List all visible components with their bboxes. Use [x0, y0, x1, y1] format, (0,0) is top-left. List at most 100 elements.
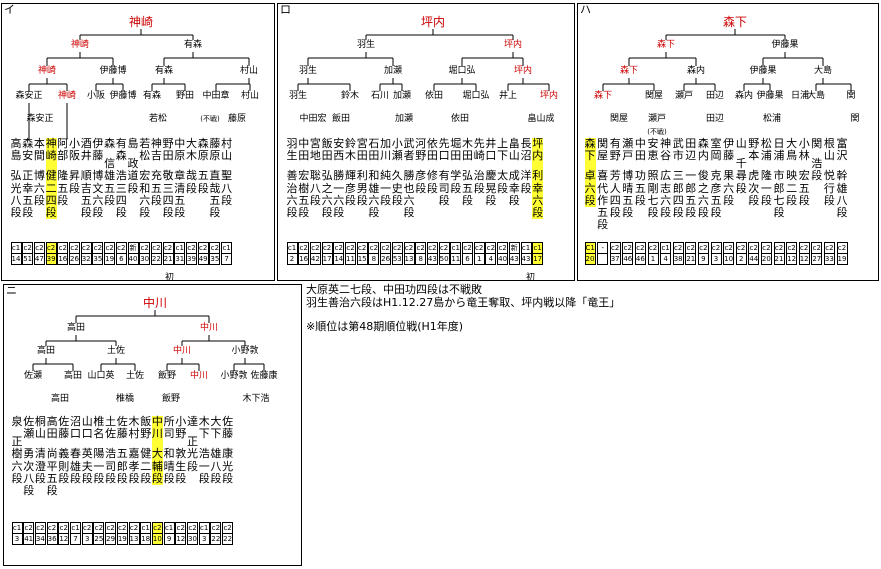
- class-label: c2: [762, 244, 771, 252]
- rank-number: 8: [369, 253, 379, 264]
- player-column: 神吉充五段: [151, 137, 162, 207]
- block-label: イ: [4, 3, 15, 16]
- class-label: c2: [346, 244, 355, 252]
- bracket-node: 中川: [199, 323, 219, 333]
- block-label: ロ: [280, 3, 291, 16]
- rank-number: 20: [761, 253, 771, 263]
- bracket-node: 佐藤康: [250, 371, 278, 381]
- class-label: c1: [287, 244, 297, 252]
- class-label: -: [601, 244, 604, 252]
- bracket-node: 高田: [63, 371, 83, 381]
- class-label: c2: [23, 244, 32, 252]
- class-label: c2: [787, 244, 796, 252]
- player-column: 井口慶晃段: [485, 137, 496, 207]
- rank-number: 6: [463, 253, 472, 264]
- player-surname: 野田: [162, 137, 174, 163]
- player-column: 大下雄八段: [210, 415, 222, 485]
- player-given-rank: 浩段: [811, 157, 823, 183]
- player-given-rank: 純一段: [380, 169, 392, 207]
- rank-number: 35: [210, 253, 220, 263]
- player-surname: 上下: [497, 137, 509, 163]
- class-label: c1: [141, 524, 150, 532]
- player-given-rank: 雄八段: [210, 447, 222, 485]
- rank-number: 22: [151, 253, 161, 263]
- player-column: 松浦隆一段: [760, 137, 772, 207]
- bracket-node: 木下浩: [242, 394, 270, 404]
- player-column: 山口英夫段: [81, 415, 93, 485]
- bracket-node: 神崎: [70, 40, 90, 50]
- player-surname: 山口: [81, 415, 93, 441]
- bracket-node: 小野敦: [231, 346, 259, 356]
- player-column: 小林宏五段: [799, 137, 810, 207]
- note-habu: 羽生善治六段はH1.12.27島から竜王奪取、坪内戦以降「竜王」: [306, 296, 621, 309]
- player-given-rank: 英夫段: [81, 447, 93, 485]
- player-surname: 長沼: [520, 137, 532, 163]
- class-label: c2: [825, 244, 834, 252]
- player-column: 野田敬三四段: [162, 137, 174, 220]
- rank-number: 19: [105, 253, 115, 263]
- player-column: 佐藤義則段: [58, 415, 70, 485]
- player-surname: 武市: [672, 137, 684, 163]
- rank-number: 10: [724, 253, 734, 263]
- class-label: c2: [749, 244, 758, 252]
- class-label: c2: [163, 244, 173, 252]
- bracket-node: 高田: [36, 346, 56, 356]
- bracket-node: 関: [850, 114, 860, 124]
- class-label: c2: [176, 524, 185, 532]
- player-given-rank: 正樹六段: [11, 435, 23, 485]
- bracket-node: 坪内: [539, 91, 559, 101]
- player-surname: 有野: [609, 137, 621, 163]
- player-given-rank: 順吉五段: [80, 169, 92, 220]
- rank-number: 41: [24, 533, 34, 543]
- player-given-rank: 隆五段: [57, 169, 69, 207]
- player-surname: 小野: [175, 415, 187, 441]
- player-column: 島政道段: [127, 137, 139, 195]
- player-column: 坪内利幸六段: [532, 137, 544, 220]
- rank-number: 47: [34, 253, 44, 263]
- player-column: 日浦市郎七段: [774, 137, 785, 219]
- player-given-rank: 章清五段: [174, 169, 186, 220]
- bracket-node: 佐瀬: [23, 371, 43, 381]
- player-given-rank: 隆一段: [760, 169, 772, 207]
- bracket-node: 大島: [806, 91, 826, 101]
- player-given-rank: 嘉孝段: [128, 447, 140, 485]
- player-given-rank: 博六段: [33, 169, 45, 207]
- class-label: c2: [187, 244, 196, 252]
- player-given-rank: 有司段: [438, 169, 450, 207]
- player-column: 山千尋段: [736, 137, 747, 195]
- class-label: c2: [623, 244, 632, 252]
- player-surname: 根山: [823, 137, 835, 163]
- rank-number: 2: [287, 253, 297, 264]
- player-given-rank: 俊之六段: [697, 169, 709, 220]
- player-column: 木田弘五段: [462, 137, 473, 207]
- initial-marker: 初: [526, 273, 536, 283]
- player-given-rank: 敬三四段: [162, 169, 174, 220]
- player-surname: 島: [127, 137, 139, 150]
- player-surname: 阿部: [57, 137, 69, 163]
- bracket-node: 田辺: [705, 91, 725, 101]
- rank-number: 39: [187, 253, 196, 263]
- class-label: c2: [210, 244, 220, 252]
- player-surname: 中原: [174, 137, 186, 163]
- class-label: c2: [188, 524, 197, 532]
- player-given-rank: 義則段: [58, 447, 70, 485]
- rank-number: 12: [59, 533, 69, 543]
- player-given-rank: 輝彦段: [345, 169, 356, 207]
- player-given-rank: 成幸段: [508, 169, 520, 207]
- bracket-node: 土佐: [125, 371, 145, 381]
- player-given-rank: 洋段: [520, 169, 532, 195]
- player-surname: 木下: [198, 415, 210, 441]
- player-surname: 依田: [426, 137, 438, 163]
- player-column: 小瀬久史段: [392, 137, 403, 207]
- rank-number: 1: [648, 253, 658, 264]
